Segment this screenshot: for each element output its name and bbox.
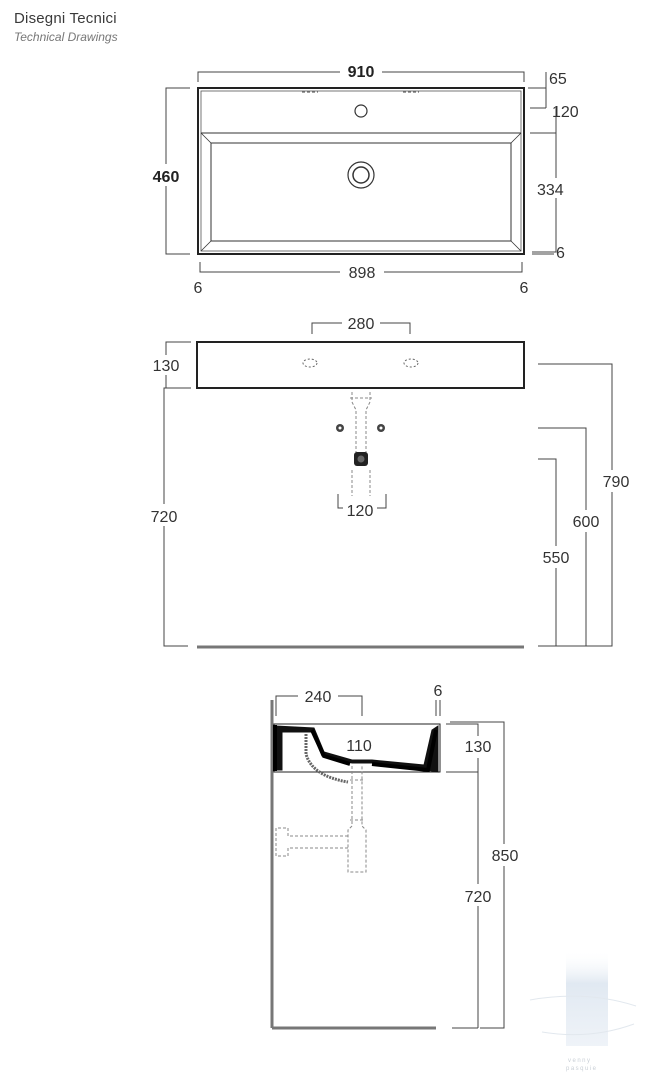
- dim-tap-holes-spacing: 280: [348, 316, 375, 333]
- side-view: 240 6 110 130 720 850: [270, 683, 526, 1030]
- dim-rim-front: 6: [556, 245, 565, 262]
- dim-front-install-height: 720: [151, 509, 178, 526]
- tap-hole-icon: [354, 104, 368, 118]
- dim-front-basin-height: 130: [153, 358, 180, 375]
- front-basin-outline: [196, 341, 525, 389]
- dim-outlet-height: 550: [543, 550, 570, 567]
- watermark-line2: pasquie: [566, 1066, 598, 1072]
- waste-outlet-icon: [347, 161, 375, 189]
- top-view: 910 460 898 6 6 65 120 334 6: [148, 62, 579, 297]
- dim-side-rim-thickness: 6: [434, 683, 443, 700]
- dim-front-overall-height: 790: [603, 474, 630, 491]
- top-basin-outline: [210, 142, 512, 242]
- page-title: Disegni Tecnici: [14, 10, 117, 27]
- dim-side-basin-height: 130: [465, 739, 492, 756]
- dim-inner-width: 898: [349, 265, 376, 282]
- page-subtitle: Technical Drawings: [14, 30, 118, 44]
- dim-tap-offset: 65: [549, 71, 567, 88]
- dim-rim-left: 6: [194, 280, 203, 297]
- top-outer-outline: [197, 87, 525, 255]
- front-waste-pipe: [351, 392, 371, 460]
- dim-side-install-height: 720: [465, 889, 492, 906]
- dim-rim-right: 6: [520, 280, 529, 297]
- header: Disegni Tecnici Technical Drawings: [14, 10, 118, 44]
- dim-side-overall-height: 850: [492, 848, 519, 865]
- watermark-line1: venny: [568, 1058, 592, 1064]
- dim-overall-width: 910: [348, 64, 375, 81]
- front-view: 280 130 720 120 790 600: [144, 313, 634, 649]
- dim-waste-width: 120: [347, 503, 374, 520]
- side-trap-pipe: [347, 766, 367, 873]
- dim-overall-depth: 460: [153, 169, 180, 186]
- dim-trap-height: 600: [573, 514, 600, 531]
- brand-watermark: venny pasquie: [529, 950, 637, 1072]
- dim-deck-depth: 120: [552, 104, 579, 121]
- top-rim-inner-outline: [200, 90, 522, 252]
- dim-waste-diameter: 110: [346, 738, 372, 755]
- dim-basin-depth: 334: [537, 182, 564, 199]
- dim-depth-to-waste: 240: [305, 689, 332, 706]
